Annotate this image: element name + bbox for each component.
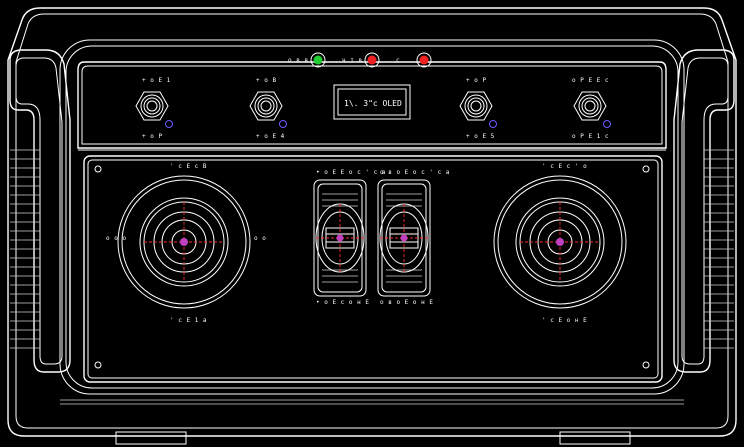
knob-1-top-label: + о Е 1: [142, 77, 171, 84]
led-signal-label: с: [396, 57, 400, 64]
knob-4-top-label: о Р Е Е с: [572, 77, 609, 84]
slider-right-top-label: о в о Е о с ' с а: [380, 169, 450, 176]
led-status: ч т в: [342, 52, 380, 68]
slider-left[interactable]: • о Е Е о с ' с а • о Е с о н Е: [313, 169, 386, 306]
slider-right[interactable]: о в о Е о с ' с а о в о Е о н Е: [377, 169, 450, 306]
knob-4[interactable]: о Р Е Е с о Р Е 1 с: [572, 77, 611, 140]
oled-display-label: 1\. 3"c OLED: [344, 99, 402, 108]
right-handle: [673, 49, 735, 373]
knob-1[interactable]: + о Е 1 + о Р: [135, 77, 173, 140]
knob-1-bottom-label: + о Р: [142, 133, 163, 140]
left-joystick[interactable]: ' с Е с В ' с Е 1 а о о о о о: [106, 163, 266, 324]
right-joystick-bottom-label: ' с Е о н Е: [542, 317, 587, 324]
led-group: о в в ч т в с: [288, 52, 432, 68]
screw-icon: [642, 361, 650, 369]
left-joystick-side-left-label: о о о: [106, 235, 127, 242]
knob-4-bottom-label: о Р Е 1 с: [572, 133, 609, 140]
right-joystick-center-icon: [556, 238, 564, 246]
slider-right-center-icon: [400, 234, 408, 242]
led-power-label: о в в: [288, 57, 309, 64]
knob-3[interactable]: + о Р + о Е 5: [459, 77, 497, 140]
top-panel: [77, 61, 667, 151]
right-joystick[interactable]: ' с Е с ' о ' с Е о н Е: [493, 163, 627, 324]
left-joystick-center-icon: [180, 238, 188, 246]
knob-2[interactable]: + о В + о Е 4: [249, 77, 287, 140]
knob-3-indicator-icon: [489, 120, 497, 128]
knob-2-top-label: + о В: [256, 77, 277, 84]
knob-2-indicator-icon: [279, 120, 287, 128]
slider-right-bottom-label: о в о Е о н Е: [380, 299, 433, 306]
knob-3-bottom-label: + о Е 5: [466, 133, 495, 140]
led-power: о в в: [288, 52, 326, 68]
knob-1-indicator-icon: [165, 120, 173, 128]
screw-icon: [94, 165, 102, 173]
main-panel: [83, 155, 663, 383]
screw-icon: [642, 165, 650, 173]
left-joystick-bottom-label: ' с Е 1 а: [170, 317, 207, 324]
left-handle: [9, 49, 71, 373]
led-status-label: ч т в: [342, 57, 363, 64]
screw-icon: [94, 361, 102, 369]
case-outline: [7, 7, 737, 445]
left-joystick-top-label: ' с Е с В: [170, 163, 207, 170]
slider-left-center-icon: [336, 234, 344, 242]
led-status-lamp: [367, 55, 377, 65]
knob-2-bottom-label: + о Е 4: [256, 133, 285, 140]
left-joystick-side-right-label: о о: [254, 235, 266, 242]
knob-4-indicator-icon: [603, 120, 611, 128]
right-joystick-top-label: ' с Е с ' о: [542, 163, 587, 170]
led-signal-lamp: [419, 55, 429, 65]
oled-display: 1\. 3"c OLED: [333, 84, 411, 120]
led-power-lamp: [313, 55, 323, 65]
led-signal: с: [396, 52, 432, 68]
slider-left-top-label: • о Е Е о с ' с а: [316, 169, 386, 176]
knob-row: + о Е 1 + о Р + о В + о Е 4 + о Р + о Е …: [135, 77, 611, 140]
knob-3-top-label: + о Р: [466, 77, 487, 84]
slider-left-bottom-label: • о Е с о н Е: [316, 299, 369, 306]
